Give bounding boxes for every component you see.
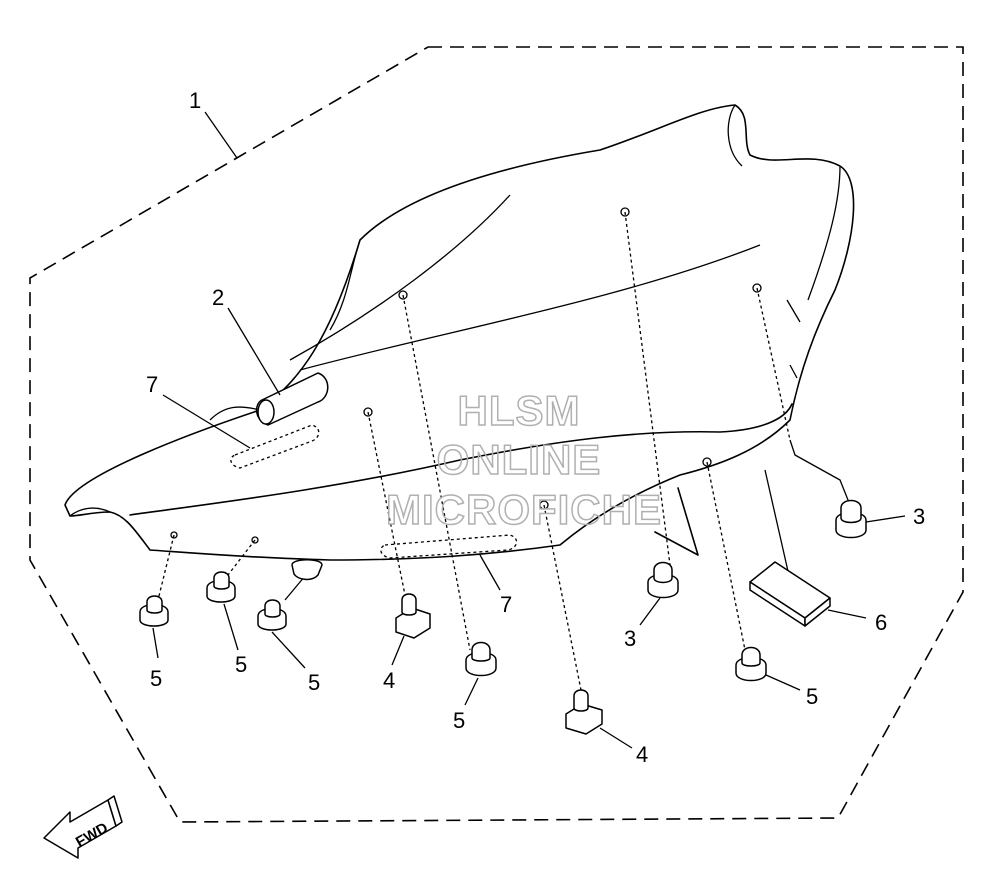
callout-4-left: 4 — [383, 668, 395, 693]
part-2-tube — [255, 372, 329, 426]
callout-6: 6 — [875, 610, 887, 635]
callout-7-lower: 7 — [500, 592, 512, 617]
part-5-grommet-1 — [139, 595, 169, 627]
watermark-line-3: MICROFICHE — [386, 486, 662, 533]
callout-2: 2 — [212, 285, 224, 310]
callout-1: 1 — [189, 88, 201, 113]
fwd-arrow-icon: FWD — [43, 795, 123, 859]
callout-5-e: 5 — [806, 684, 818, 709]
part-5-grommet-5 — [735, 646, 767, 682]
leader-lines — [152, 111, 906, 749]
callout-4-right: 4 — [636, 742, 648, 767]
watermark-line-1: HLSM — [458, 387, 581, 434]
part-5-grommet-3 — [257, 559, 323, 631]
part-3-damper-center — [647, 561, 679, 599]
part-7-pad-upper — [230, 424, 320, 469]
callout-5-d: 5 — [453, 708, 465, 733]
seat — [64, 104, 855, 561]
part-5-grommet-2 — [206, 571, 236, 603]
part-5-grommet-4 — [465, 641, 497, 677]
watermark: HLSM ONLINE MICROFICHE — [385, 386, 662, 534]
callout-5-a: 5 — [150, 666, 162, 691]
mount-dotted-lines — [157, 207, 791, 696]
part-6-pad — [749, 469, 831, 627]
callout-3-center: 3 — [624, 626, 636, 651]
part-3-damper-right — [789, 439, 867, 539]
part-4-clip-left — [395, 593, 431, 639]
callout-5-c: 5 — [308, 670, 320, 695]
watermark-line-2: ONLINE — [437, 436, 602, 483]
callout-7-upper: 7 — [146, 372, 158, 397]
callout-3-right: 3 — [913, 504, 925, 529]
assembly-boundary — [29, 46, 964, 823]
callout-5-b: 5 — [235, 652, 247, 677]
part-4-clip-right — [565, 689, 603, 735]
